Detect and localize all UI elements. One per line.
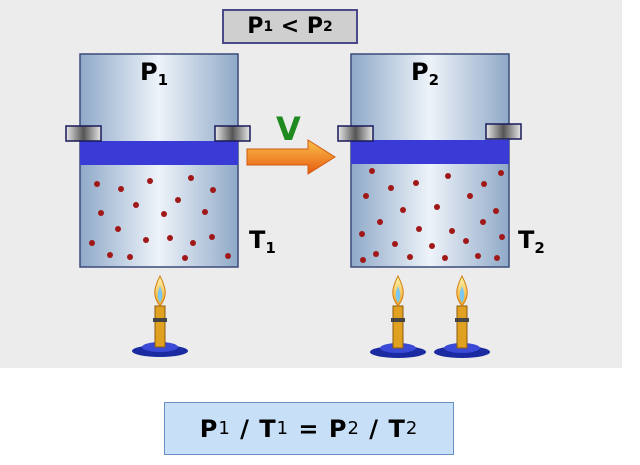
volume-arrow-label: V xyxy=(276,110,301,148)
cylinder-2-temperature-label: T2 xyxy=(518,226,545,257)
gas-particles-2 xyxy=(359,168,505,263)
burner-icon-3 xyxy=(434,274,490,358)
cylinder-1-temperature-label: T1 xyxy=(249,226,276,257)
clamp-left-1 xyxy=(65,125,102,142)
cylinder-1-pressure-label: P1 xyxy=(140,58,169,89)
burner-icon-2 xyxy=(370,274,426,358)
clamp-left-2 xyxy=(337,125,374,142)
piston-1 xyxy=(80,141,238,165)
burner-icon-1 xyxy=(132,274,188,357)
cylinder-2-pressure-label: P2 xyxy=(411,58,440,89)
cylinder-1 xyxy=(65,53,251,268)
clamp-right-1 xyxy=(214,125,251,142)
piston-2 xyxy=(351,140,509,164)
arrow-icon xyxy=(246,139,336,175)
cylinder-2 xyxy=(337,53,522,268)
clamp-right-2 xyxy=(485,123,522,140)
gas-particles-1 xyxy=(89,175,231,261)
